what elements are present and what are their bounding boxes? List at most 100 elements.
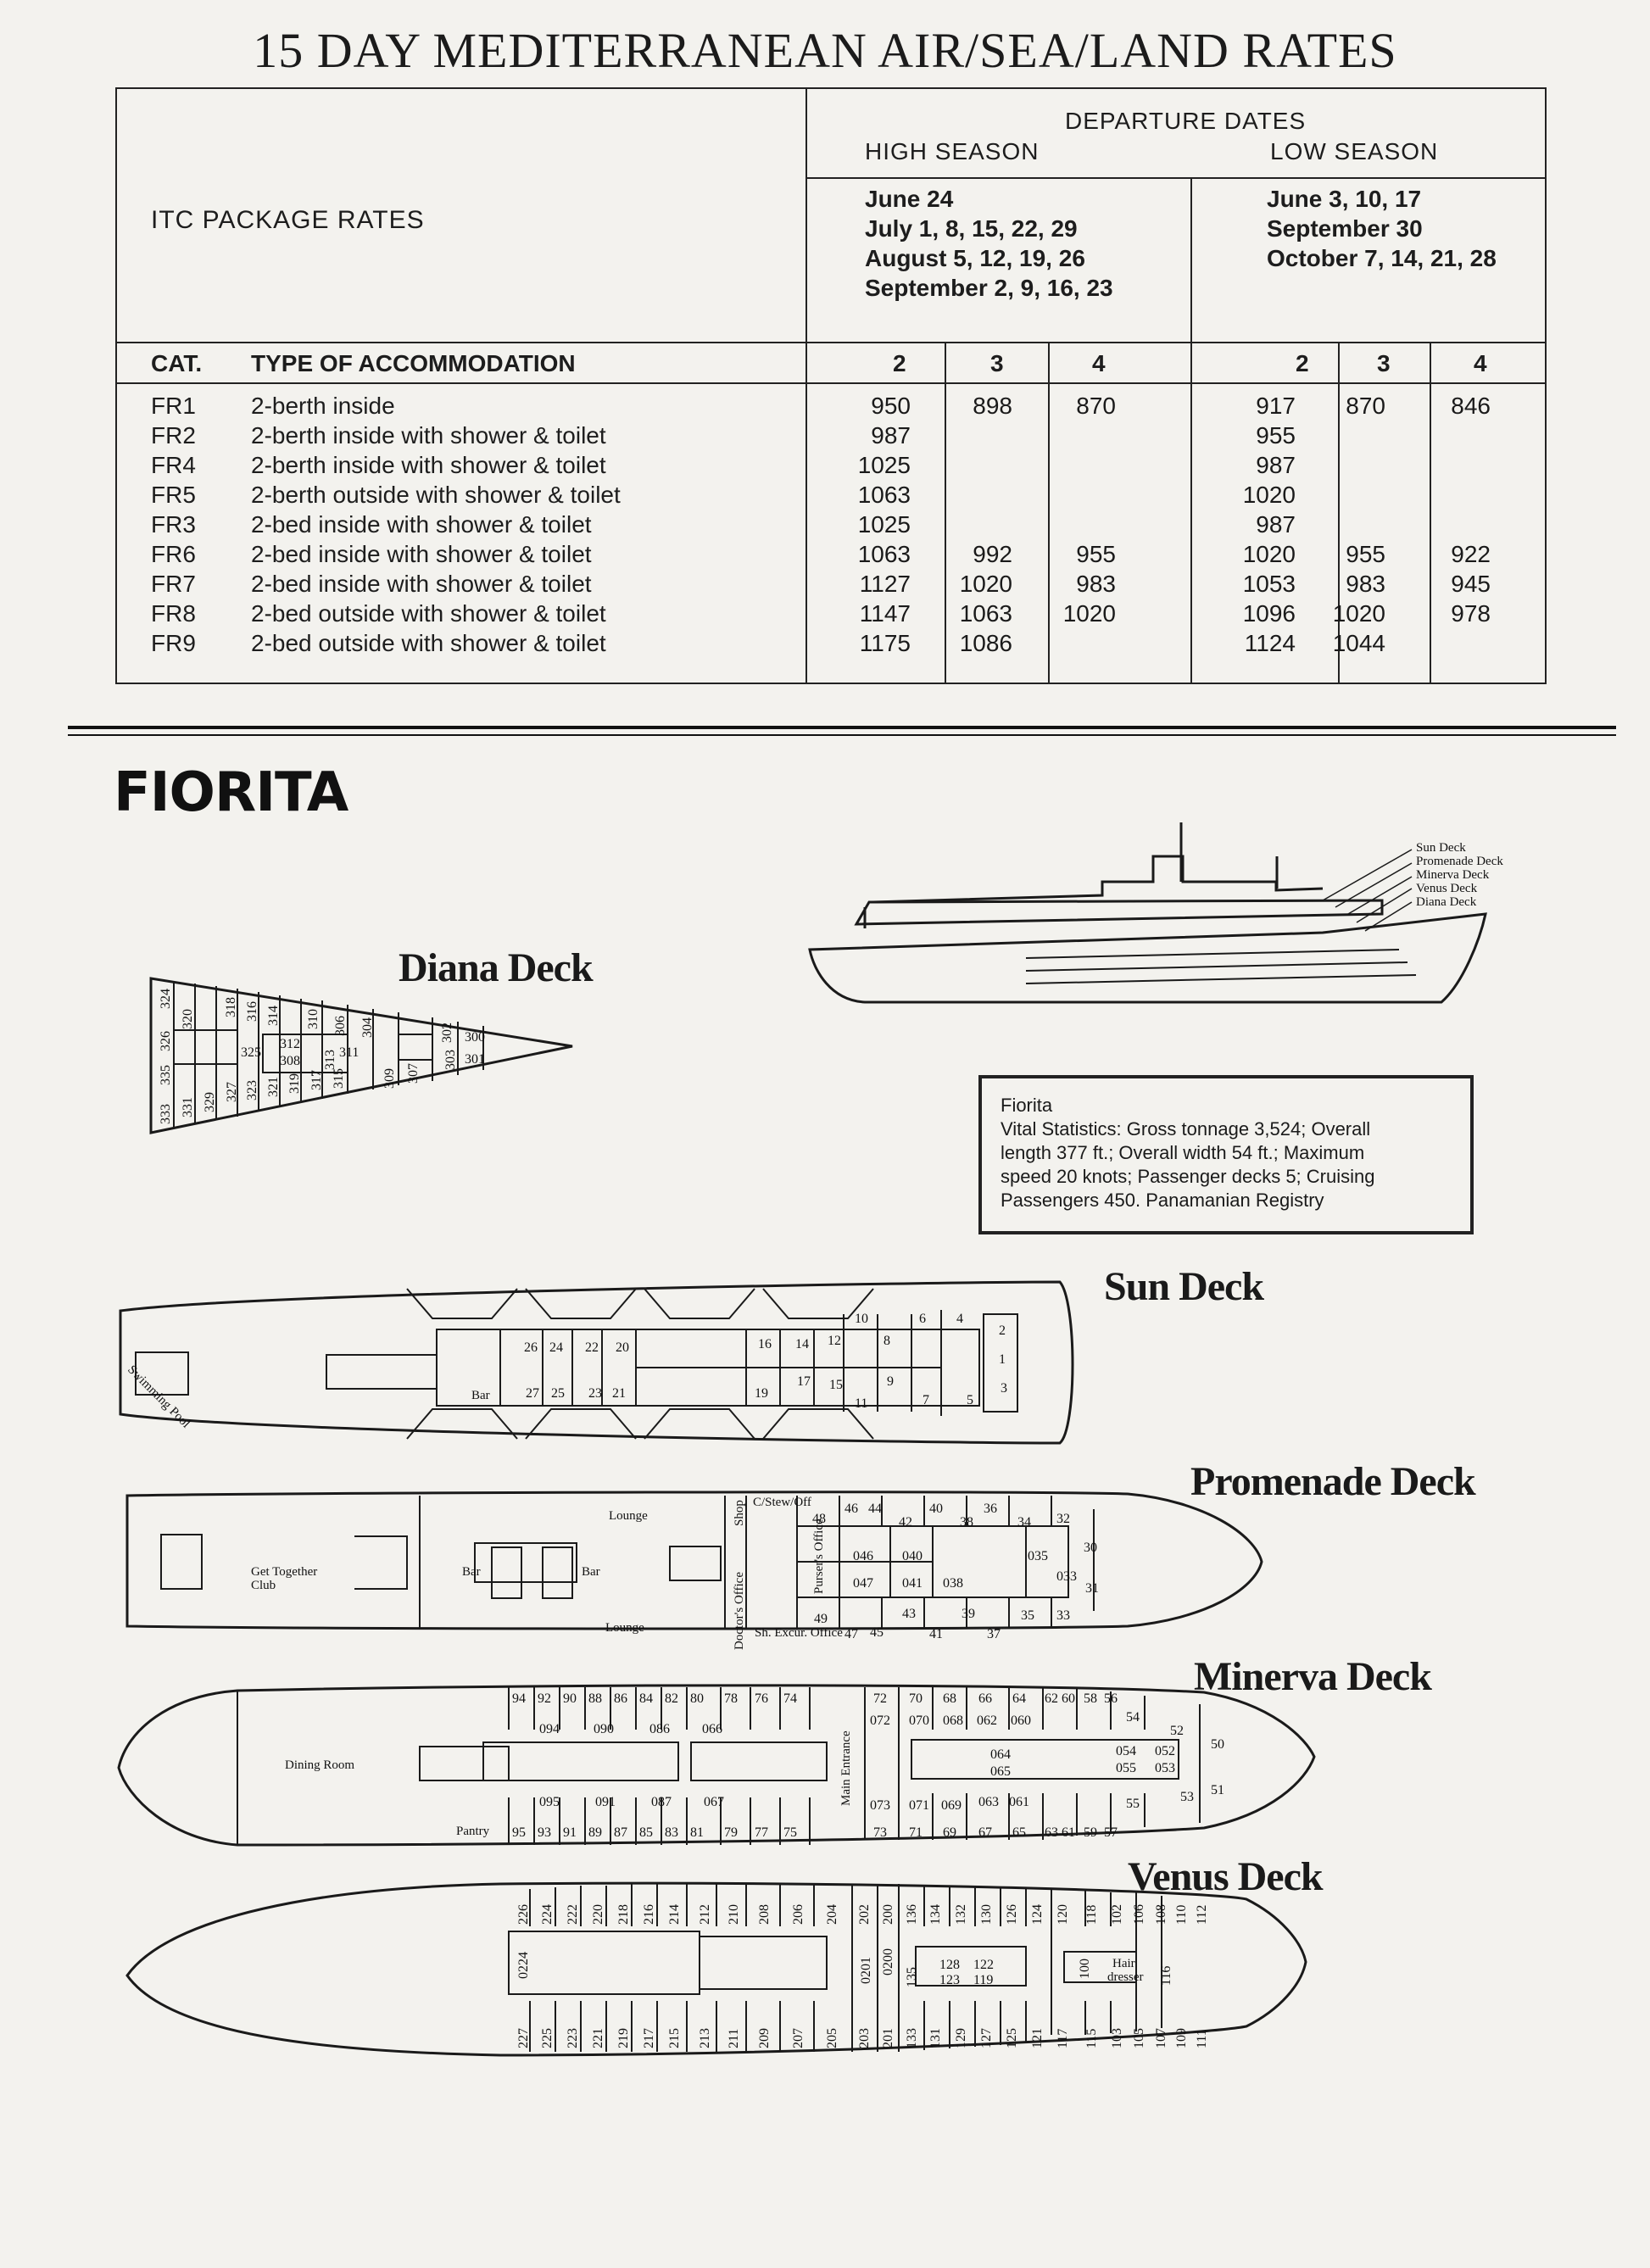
- profile-deck-label: Sun Deck: [1416, 841, 1466, 855]
- cabin-number: 61: [1062, 1825, 1075, 1840]
- cabin-number: 6: [919, 1312, 926, 1326]
- high-season-rate: 987: [871, 422, 911, 449]
- low-season-rate: 1044: [1332, 630, 1385, 656]
- cabin-number: 329: [203, 1092, 217, 1112]
- promenade-deck-title: Promenade Deck: [1190, 1459, 1476, 1504]
- high-season-header: HIGH SEASON: [865, 138, 1040, 164]
- cabin-number: 311: [339, 1045, 359, 1060]
- low-season-rate: 1124: [1244, 630, 1296, 656]
- cabin-number: 215: [667, 2028, 682, 2048]
- cabin-number: 31: [1085, 1581, 1099, 1596]
- rate-accommodation-type: 2-bed inside with shower & toilet: [251, 571, 592, 597]
- cabin-number: 73: [873, 1825, 887, 1840]
- high-season-rate: 955: [1076, 541, 1116, 567]
- cabin-number: 21: [612, 1386, 626, 1401]
- cabin-number: 072: [870, 1714, 890, 1728]
- low-season-rate: 955: [1346, 541, 1385, 567]
- cabin-number: 317: [309, 1070, 324, 1090]
- cabin-number: 92: [538, 1691, 551, 1706]
- low-season-rate: 987: [1256, 452, 1296, 478]
- cabin-number: 319: [287, 1073, 302, 1094]
- cabin-number: 134: [928, 1904, 943, 1925]
- cabin-number: 81: [690, 1825, 704, 1840]
- occupancy-header: 3: [990, 350, 1004, 376]
- high-season-rate: 1127: [859, 571, 911, 597]
- high-season-rate: 1175: [859, 630, 911, 656]
- rate-accommodation-type: 2-berth outside with shower & toilet: [251, 482, 621, 508]
- cabin-number: 89: [588, 1825, 602, 1840]
- table-divider: [945, 342, 946, 684]
- cabin-number: 33: [1056, 1608, 1070, 1623]
- cabin-number: 216: [642, 1904, 656, 1925]
- stats-line: speed 20 knots; Passenger decks 5; Cruis…: [1001, 1166, 1375, 1187]
- itc-label: ITC PACKAGE RATES: [151, 206, 425, 234]
- cabin-number: 321: [266, 1077, 281, 1097]
- high-season-rate: 898: [973, 393, 1012, 419]
- rate-accommodation-type: 2-berth inside: [251, 393, 395, 419]
- cabin-number: 64: [1012, 1691, 1026, 1706]
- cabin-number: 30: [1084, 1541, 1097, 1555]
- stats-line: length 377 ft.; Overall width 54 ft.; Ma…: [1001, 1142, 1365, 1163]
- cabin-number: 214: [667, 1904, 682, 1925]
- cabin-number: 70: [909, 1691, 923, 1706]
- high-season-rate: 1025: [857, 511, 911, 538]
- low-season-rate: 846: [1451, 393, 1491, 419]
- room-label: Bar: [582, 1565, 600, 1579]
- rate-accommodation-type: 2-bed outside with shower & toilet: [251, 600, 606, 627]
- stats-line: Vital Statistics: Gross tonnage 3,524; O…: [1001, 1118, 1371, 1140]
- cabin-number: 107: [1154, 2028, 1168, 2048]
- cabin-number: 121: [1030, 2028, 1045, 2048]
- cabin-number: 103: [1110, 2028, 1124, 2048]
- cabin-number: 218: [616, 1904, 631, 1925]
- cabin-number: 22: [585, 1340, 599, 1355]
- cabin-number: 0201: [859, 1957, 873, 1984]
- room-label: Bar: [462, 1565, 481, 1579]
- cabin-number: 25: [551, 1386, 565, 1401]
- cabin-number: 068: [943, 1714, 963, 1728]
- ship-name: FIORITA: [114, 761, 348, 824]
- minerva-deck-plan: [117, 1684, 1316, 1847]
- low-season-rate: 922: [1451, 541, 1491, 567]
- cabin-number: 87: [614, 1825, 627, 1840]
- cabin-number: 060: [1011, 1714, 1031, 1728]
- occupancy-header: 4: [1092, 350, 1106, 376]
- cabin-number: 033: [1056, 1569, 1077, 1584]
- cabin-number: 201: [881, 2028, 895, 2048]
- cabin-number: 51: [1211, 1783, 1224, 1797]
- low-season-rate: 1020: [1242, 482, 1296, 508]
- cabin-number: 205: [825, 2028, 839, 2048]
- high-season-rate: 983: [1076, 571, 1116, 597]
- cabin-number: 80: [690, 1691, 704, 1706]
- cabin-number: 308: [280, 1054, 300, 1068]
- cabin-number: 053: [1155, 1761, 1175, 1775]
- cabin-number: 74: [783, 1691, 797, 1706]
- table-divider: [1338, 342, 1340, 684]
- cabin-number: 77: [755, 1825, 768, 1840]
- room-label: C/Stew/Off: [753, 1496, 811, 1509]
- cabin-number: 035: [1028, 1549, 1048, 1563]
- section-rule: [68, 726, 1616, 729]
- cabin-number: 094: [539, 1722, 560, 1736]
- cabin-number: 83: [665, 1825, 678, 1840]
- hairdresser-label: dresser: [1107, 1970, 1143, 1984]
- cabin-number: 68: [943, 1691, 956, 1706]
- rate-category: FR3: [151, 511, 196, 538]
- cabin-number: 42: [899, 1515, 912, 1530]
- swimming-pool-label: Swimming Pool: [125, 1363, 192, 1431]
- profile-deck-label: Venus Deck: [1416, 882, 1478, 895]
- cabin-number: 62: [1045, 1691, 1058, 1706]
- cabin-number: 313: [323, 1050, 337, 1070]
- cabin-number: 047: [853, 1576, 873, 1591]
- rate-category: FR2: [151, 422, 196, 449]
- cabin-number: 073: [870, 1798, 890, 1813]
- ship-profile: [808, 822, 1487, 1004]
- cabin-number: 126: [1005, 1904, 1019, 1925]
- cabin-number: 325: [241, 1045, 261, 1060]
- cabin-number: 133: [905, 2028, 919, 2048]
- cabin-number: 59: [1084, 1825, 1097, 1840]
- cabin-number: 110: [1174, 1905, 1189, 1925]
- cabin-number: 91: [563, 1825, 577, 1840]
- cabin-number: 135: [905, 1967, 919, 1987]
- room-label: Lounge: [609, 1509, 648, 1523]
- cabin-number: 75: [783, 1825, 797, 1840]
